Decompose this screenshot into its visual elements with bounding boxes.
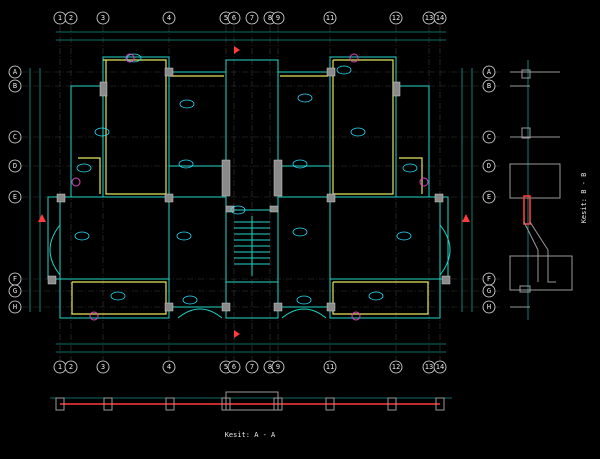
grid-label: A [487,68,492,76]
section-bb-drawing: Kesit: B - B [509,60,588,320]
grid-label: A [13,68,18,76]
grid-label: 13 [425,363,433,371]
grid-label: 3 [101,363,105,371]
floor-plan-walls [47,56,451,319]
grid-label: 2 [69,363,73,371]
grid-label: 1 [58,363,62,371]
grid-label: E [487,193,491,201]
dimension-strings [29,31,473,353]
grid-label: 2 [69,14,73,22]
columns [47,67,451,312]
grid-bubbles-top: 1 2 3 4 5 6 7 8 9 11 12 13 14 [53,11,447,25]
grid-label: 6 [232,363,236,371]
grid-label: G [487,287,491,295]
section-markers [38,46,470,338]
grid-label: B [487,82,491,90]
grid-label: 11 [326,363,334,371]
grid-label: 7 [250,363,254,371]
grid-label: 8 [268,14,272,22]
grid-label: F [487,275,491,283]
grid-label: F [13,275,17,283]
grid-label: H [13,303,17,311]
grid-label: 9 [276,14,280,22]
section-arrow-icon [234,46,240,54]
section-arrow-icon [38,214,46,222]
grid-label: G [13,287,17,295]
grid-label: 14 [436,14,444,22]
grid-label: 9 [276,363,280,371]
grid-label: 11 [326,14,334,22]
grid-label: 6 [232,14,236,22]
grid-label: 4 [167,14,171,22]
grid-label: 7 [250,14,254,22]
grid-label: 13 [425,14,433,22]
grid-label: 4 [167,363,171,371]
grid-label: 1 [58,14,62,22]
grid-label: D [13,162,17,170]
section-aa-drawing: Kesit: A - A [50,391,452,439]
grid-label: 3 [101,14,105,22]
grid-label: 14 [436,363,444,371]
grid-label: H [487,303,491,311]
section-arrow-icon [462,214,470,222]
grid-bubbles-right: A B C D E F G H [482,65,496,314]
grid-label: 8 [268,363,272,371]
grid-label: C [13,133,17,141]
section-bb-title: Kesit: B - B [580,173,588,224]
grid-label: D [487,162,491,170]
section-aa-title: Kesit: A - A [225,431,276,439]
grid-label: 5 [224,14,228,22]
beams [71,59,429,315]
grid-label: C [487,133,491,141]
grid-label: 5 [224,363,228,371]
grid-bubbles-bottom: 1 2 3 4 5 6 7 8 9 11 12 13 14 [53,360,447,374]
grid-label: 12 [392,14,400,22]
slab-tags [74,53,418,305]
grid-label: 12 [392,363,400,371]
grid-label: B [13,82,17,90]
stair-treads [234,216,270,276]
grid-label: E [13,193,17,201]
grid-bubbles-left: A B C D E F G H [8,65,22,314]
section-arrow-icon [234,330,240,338]
